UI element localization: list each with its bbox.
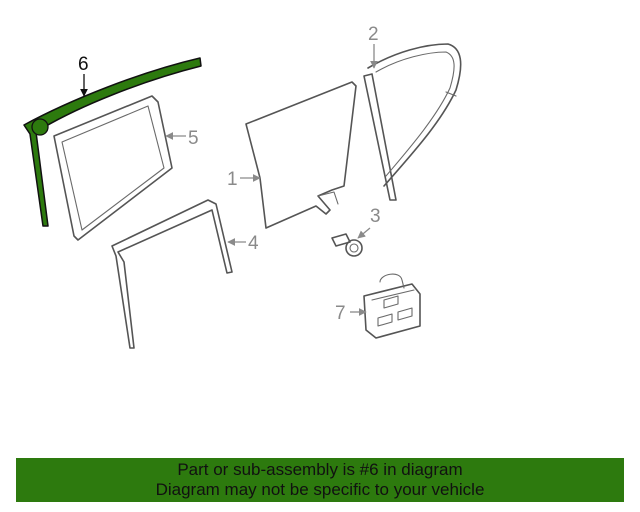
callout-leaders (80, 44, 378, 316)
callout-1: 1 (227, 169, 238, 190)
info-banner: Part or sub-assembly is #6 in diagram Di… (16, 458, 624, 502)
part-5-glass[interactable] (53, 95, 173, 241)
part-2-quarter-window[interactable] (363, 43, 462, 201)
callout-6: 6 (78, 54, 89, 75)
part-4-run-channel[interactable] (111, 199, 233, 349)
part-6-weatherstrip[interactable] (23, 57, 202, 227)
parts-diagram: 6 5 1 2 3 4 7 (23, 24, 462, 349)
banner-line-1: Part or sub-assembly is #6 in diagram (177, 460, 463, 479)
part-3-bolt[interactable] (331, 233, 363, 257)
part-7-control-module[interactable] (363, 273, 421, 339)
callout-2: 2 (368, 24, 379, 45)
callout-3: 3 (370, 206, 381, 227)
part-1-glass-panel[interactable] (245, 81, 357, 229)
banner-line-2: Diagram may not be specific to your vehi… (155, 480, 485, 499)
callout-7: 7 (335, 303, 346, 324)
callout-4: 4 (248, 233, 259, 254)
callout-5: 5 (188, 128, 199, 149)
